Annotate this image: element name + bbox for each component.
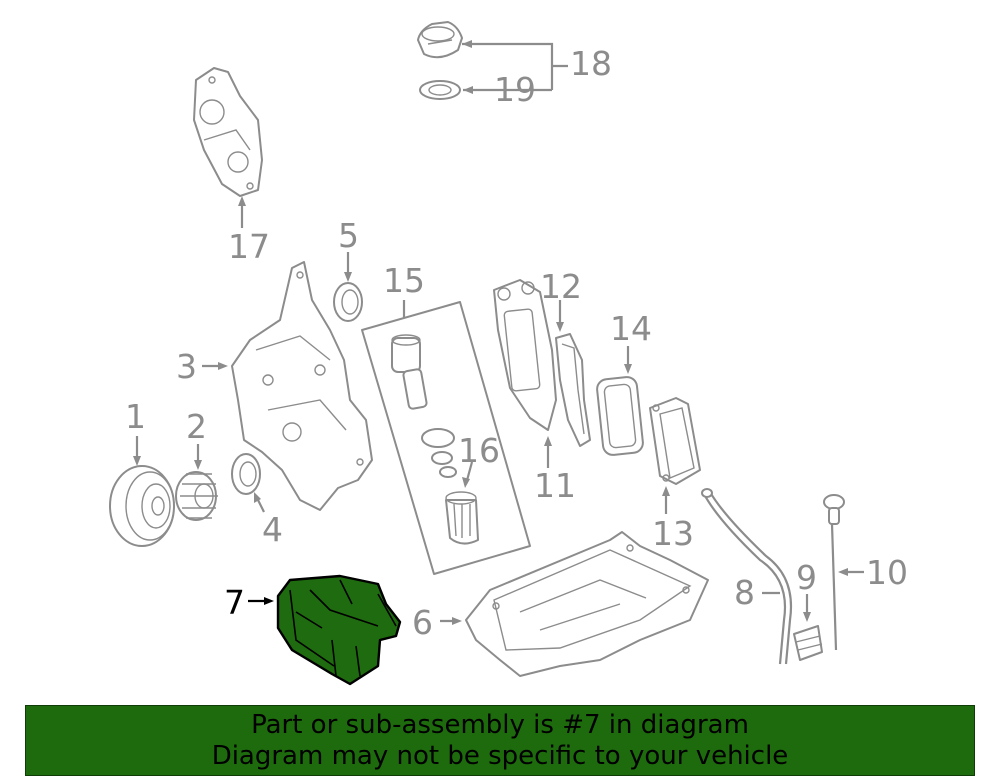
arrow-7 [264,597,274,605]
part-2-crankshaft-gear[interactable] [175,471,218,521]
part-17-timing-cover-plate[interactable] [193,67,263,197]
part-16-oil-filter[interactable] [445,491,479,545]
part-11-oil-filter-housing[interactable] [493,279,557,431]
arrow-17 [238,196,246,206]
part-15-filter-housing-cap[interactable] [391,334,428,410]
callout-3[interactable]: 3 [176,347,197,386]
part-18-oil-filler-cap[interactable] [417,21,463,59]
banner-line-disclaimer: Diagram may not be specific to your vehi… [211,740,789,771]
arrow-13 [662,486,670,496]
part-3-timing-cover[interactable] [231,261,373,511]
arrow-10 [838,568,848,576]
part-19-filler-cap-seal[interactable] [419,80,461,100]
banner-line-highlighted-part: Part or sub-assembly is #7 in diagram [251,709,749,740]
arrow-19 [463,86,473,94]
callout-5[interactable]: 5 [338,216,359,255]
part-1-crankshaft-pulley[interactable] [109,465,175,547]
part-5-front-seal[interactable] [333,282,363,322]
part-8-dipstick-tube[interactable] [701,488,792,665]
callout-18[interactable]: 18 [570,44,612,83]
arrow-6 [452,617,462,625]
part-15-o-rings[interactable] [421,428,457,478]
part-4-crankshaft-seal[interactable] [231,453,261,495]
callout-6[interactable]: 6 [412,603,433,642]
callout-11[interactable]: 11 [534,466,576,505]
callout-14[interactable]: 14 [610,309,652,348]
part-9-dipstick-tube-seal[interactable] [793,625,823,661]
callout-4[interactable]: 4 [262,510,283,549]
arrow-2 [194,460,202,470]
arrow-16 [462,477,470,488]
callout-19[interactable]: 19 [494,70,536,109]
callout-16[interactable]: 16 [458,431,500,470]
arrow-11 [544,436,552,446]
arrow-3 [218,362,228,370]
callout-9[interactable]: 9 [796,558,817,597]
part-13-oil-cooler[interactable] [649,397,701,485]
callout-8[interactable]: 8 [734,573,755,612]
callout-7[interactable]: 7 [224,583,245,622]
info-banner: Part or sub-assembly is #7 in diagram Di… [25,705,975,776]
arrow-12 [556,322,564,332]
part-10-oil-dipstick[interactable] [823,494,845,651]
arrow-1 [133,456,141,466]
arrow-4 [254,492,261,503]
callout-1[interactable]: 1 [125,397,146,436]
part-6-upper-oil-pan[interactable] [465,531,709,677]
arrow-18 [462,40,472,48]
arrow-14 [624,364,632,374]
arrow-9 [803,612,811,622]
callout-15[interactable]: 15 [383,261,425,300]
callout-17[interactable]: 17 [228,227,270,266]
callout-2[interactable]: 2 [186,407,207,446]
arrow-5 [344,272,352,282]
leader-18 [462,42,568,90]
part-14-cooler-gasket[interactable] [596,376,644,456]
part-7-lower-oil-pan-highlighted[interactable] [276,574,402,686]
part-12-housing-gasket[interactable] [555,333,591,447]
callout-12[interactable]: 12 [540,267,582,306]
callout-13[interactable]: 13 [652,514,694,553]
callout-10[interactable]: 10 [866,553,908,592]
